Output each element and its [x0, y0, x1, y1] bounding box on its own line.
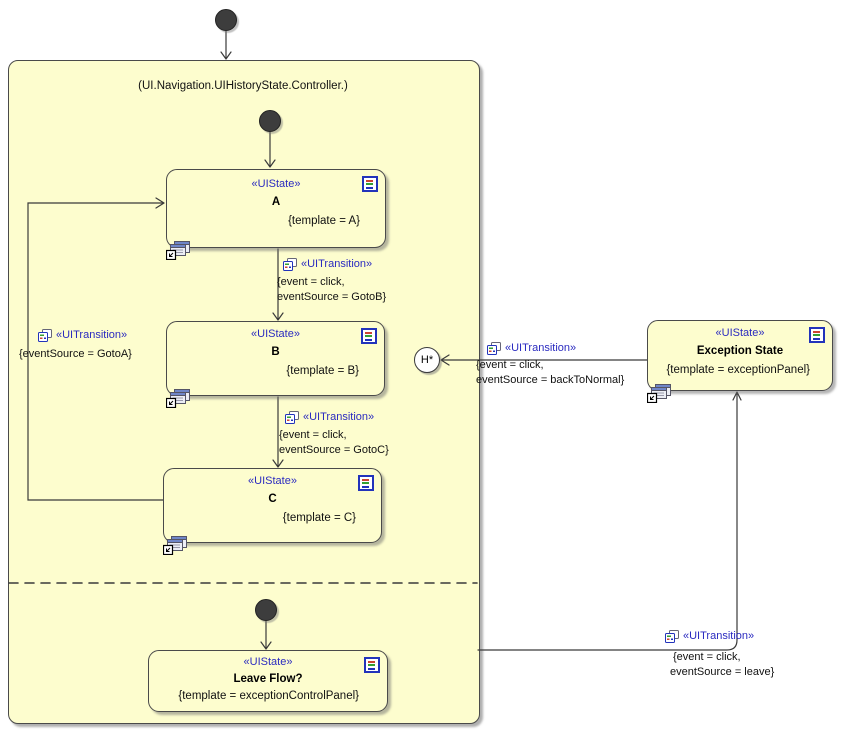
- transition-icon: [38, 329, 52, 342]
- transition-icon: [665, 630, 679, 643]
- submachine-icon: [166, 241, 190, 260]
- transition-stereotype: «UITransition»: [505, 342, 577, 354]
- submachine-icon: [163, 536, 187, 555]
- transition-stereotype: «UITransition»: [303, 411, 375, 423]
- state-name: C: [268, 493, 277, 505]
- state-template-property: {template = exceptionControlPanel}: [178, 690, 359, 702]
- initial-state-node-bottom[interactable]: [255, 599, 277, 621]
- stereotype-label: «UIState»: [243, 656, 293, 668]
- transition-line-c-to-a[interactable]: [27, 197, 165, 501]
- transition-stereotype: «UITransition»: [301, 258, 373, 270]
- state-spec-icon: [358, 475, 374, 491]
- state-exception[interactable]: «UIState» Exception State {template = ex…: [647, 320, 833, 403]
- transition-label-leave-to-exception[interactable]: «UITransition» {event = click, eventSour…: [665, 629, 774, 680]
- transition-icon: [283, 258, 297, 271]
- state-name: A: [271, 196, 281, 208]
- transition-guard-line1: {eventSource = GotoA}: [19, 348, 132, 360]
- transition-label-exception-to-history[interactable]: «UITransition» {event = click, eventSour…: [476, 341, 624, 388]
- composite-state-title: (UI.Navigation.UIHistoryState.Controller…: [138, 80, 348, 92]
- deep-history-pseudostate[interactable]: H*: [414, 347, 440, 373]
- state-b[interactable]: «UIState» B {template = B}: [166, 321, 385, 408]
- transition-guard-line1: {event = click,: [279, 429, 347, 441]
- transition-guard-line1: {event = click,: [277, 276, 345, 288]
- state-leave-flow[interactable]: «UIState» Leave Flow? {template = except…: [148, 650, 388, 712]
- transition-stereotype: «UITransition»: [683, 630, 755, 642]
- submachine-icon: [166, 389, 190, 408]
- transition-icon: [487, 342, 501, 355]
- transition-guard-line2: eventSource = GotoC}: [279, 444, 389, 456]
- state-spec-icon: [364, 657, 380, 673]
- transition-line-a-to-b[interactable]: [272, 248, 284, 321]
- stereotype-label: «UIState»: [248, 475, 297, 487]
- state-template-property: {template = exceptionPanel}: [666, 364, 810, 376]
- transition-line-leave-to-exception[interactable]: [477, 391, 742, 651]
- state-spec-icon: [809, 327, 825, 343]
- state-template-property: {template = C}: [282, 512, 356, 524]
- transition-line-initial-to-leave[interactable]: [260, 619, 272, 650]
- state-spec-icon: [361, 328, 377, 344]
- history-label: H*: [420, 354, 434, 366]
- transition-stereotype: «UITransition»: [56, 329, 128, 341]
- transition-line-exception-to-history[interactable]: [440, 354, 648, 366]
- state-template-property: {template = B}: [286, 365, 359, 377]
- transition-icon: [285, 411, 299, 424]
- stereotype-label: «UIState»: [251, 328, 300, 340]
- state-name: B: [271, 346, 280, 358]
- transition-guard-line2: eventSource = backToNormal}: [476, 374, 625, 386]
- state-name: Exception State: [696, 345, 784, 357]
- transition-label-b-to-c[interactable]: «UITransition» {event = click, eventSour…: [279, 410, 389, 458]
- stereotype-label: «UIState»: [251, 178, 301, 190]
- transition-label-c-to-a[interactable]: «UITransition» {eventSource = GotoA}: [19, 328, 132, 362]
- transition-guard-line2: eventSource = GotoB}: [277, 291, 387, 303]
- transition-guard-line1: {event = click,: [476, 359, 544, 371]
- transition-line-initial-to-container[interactable]: [220, 29, 232, 60]
- transition-line-b-to-c[interactable]: [272, 396, 284, 468]
- transition-line-initial-to-a[interactable]: [264, 131, 276, 168]
- initial-state-node-top[interactable]: [215, 9, 237, 31]
- stereotype-label: «UIState»: [715, 327, 765, 339]
- initial-state-node-inner[interactable]: [259, 110, 281, 132]
- state-spec-icon: [362, 176, 378, 192]
- transition-guard-line2: eventSource = leave}: [670, 666, 775, 678]
- state-name: Leave Flow?: [233, 673, 303, 685]
- state-template-property: {template = A}: [288, 215, 360, 227]
- state-c[interactable]: «UIState» C {template = C}: [163, 468, 382, 555]
- submachine-icon: [647, 384, 671, 403]
- transition-label-a-to-b[interactable]: «UITransition» {event = click, eventSour…: [277, 257, 386, 305]
- state-a[interactable]: «UIState» A {template = A}: [166, 169, 386, 260]
- transition-guard-line1: {event = click,: [673, 651, 741, 663]
